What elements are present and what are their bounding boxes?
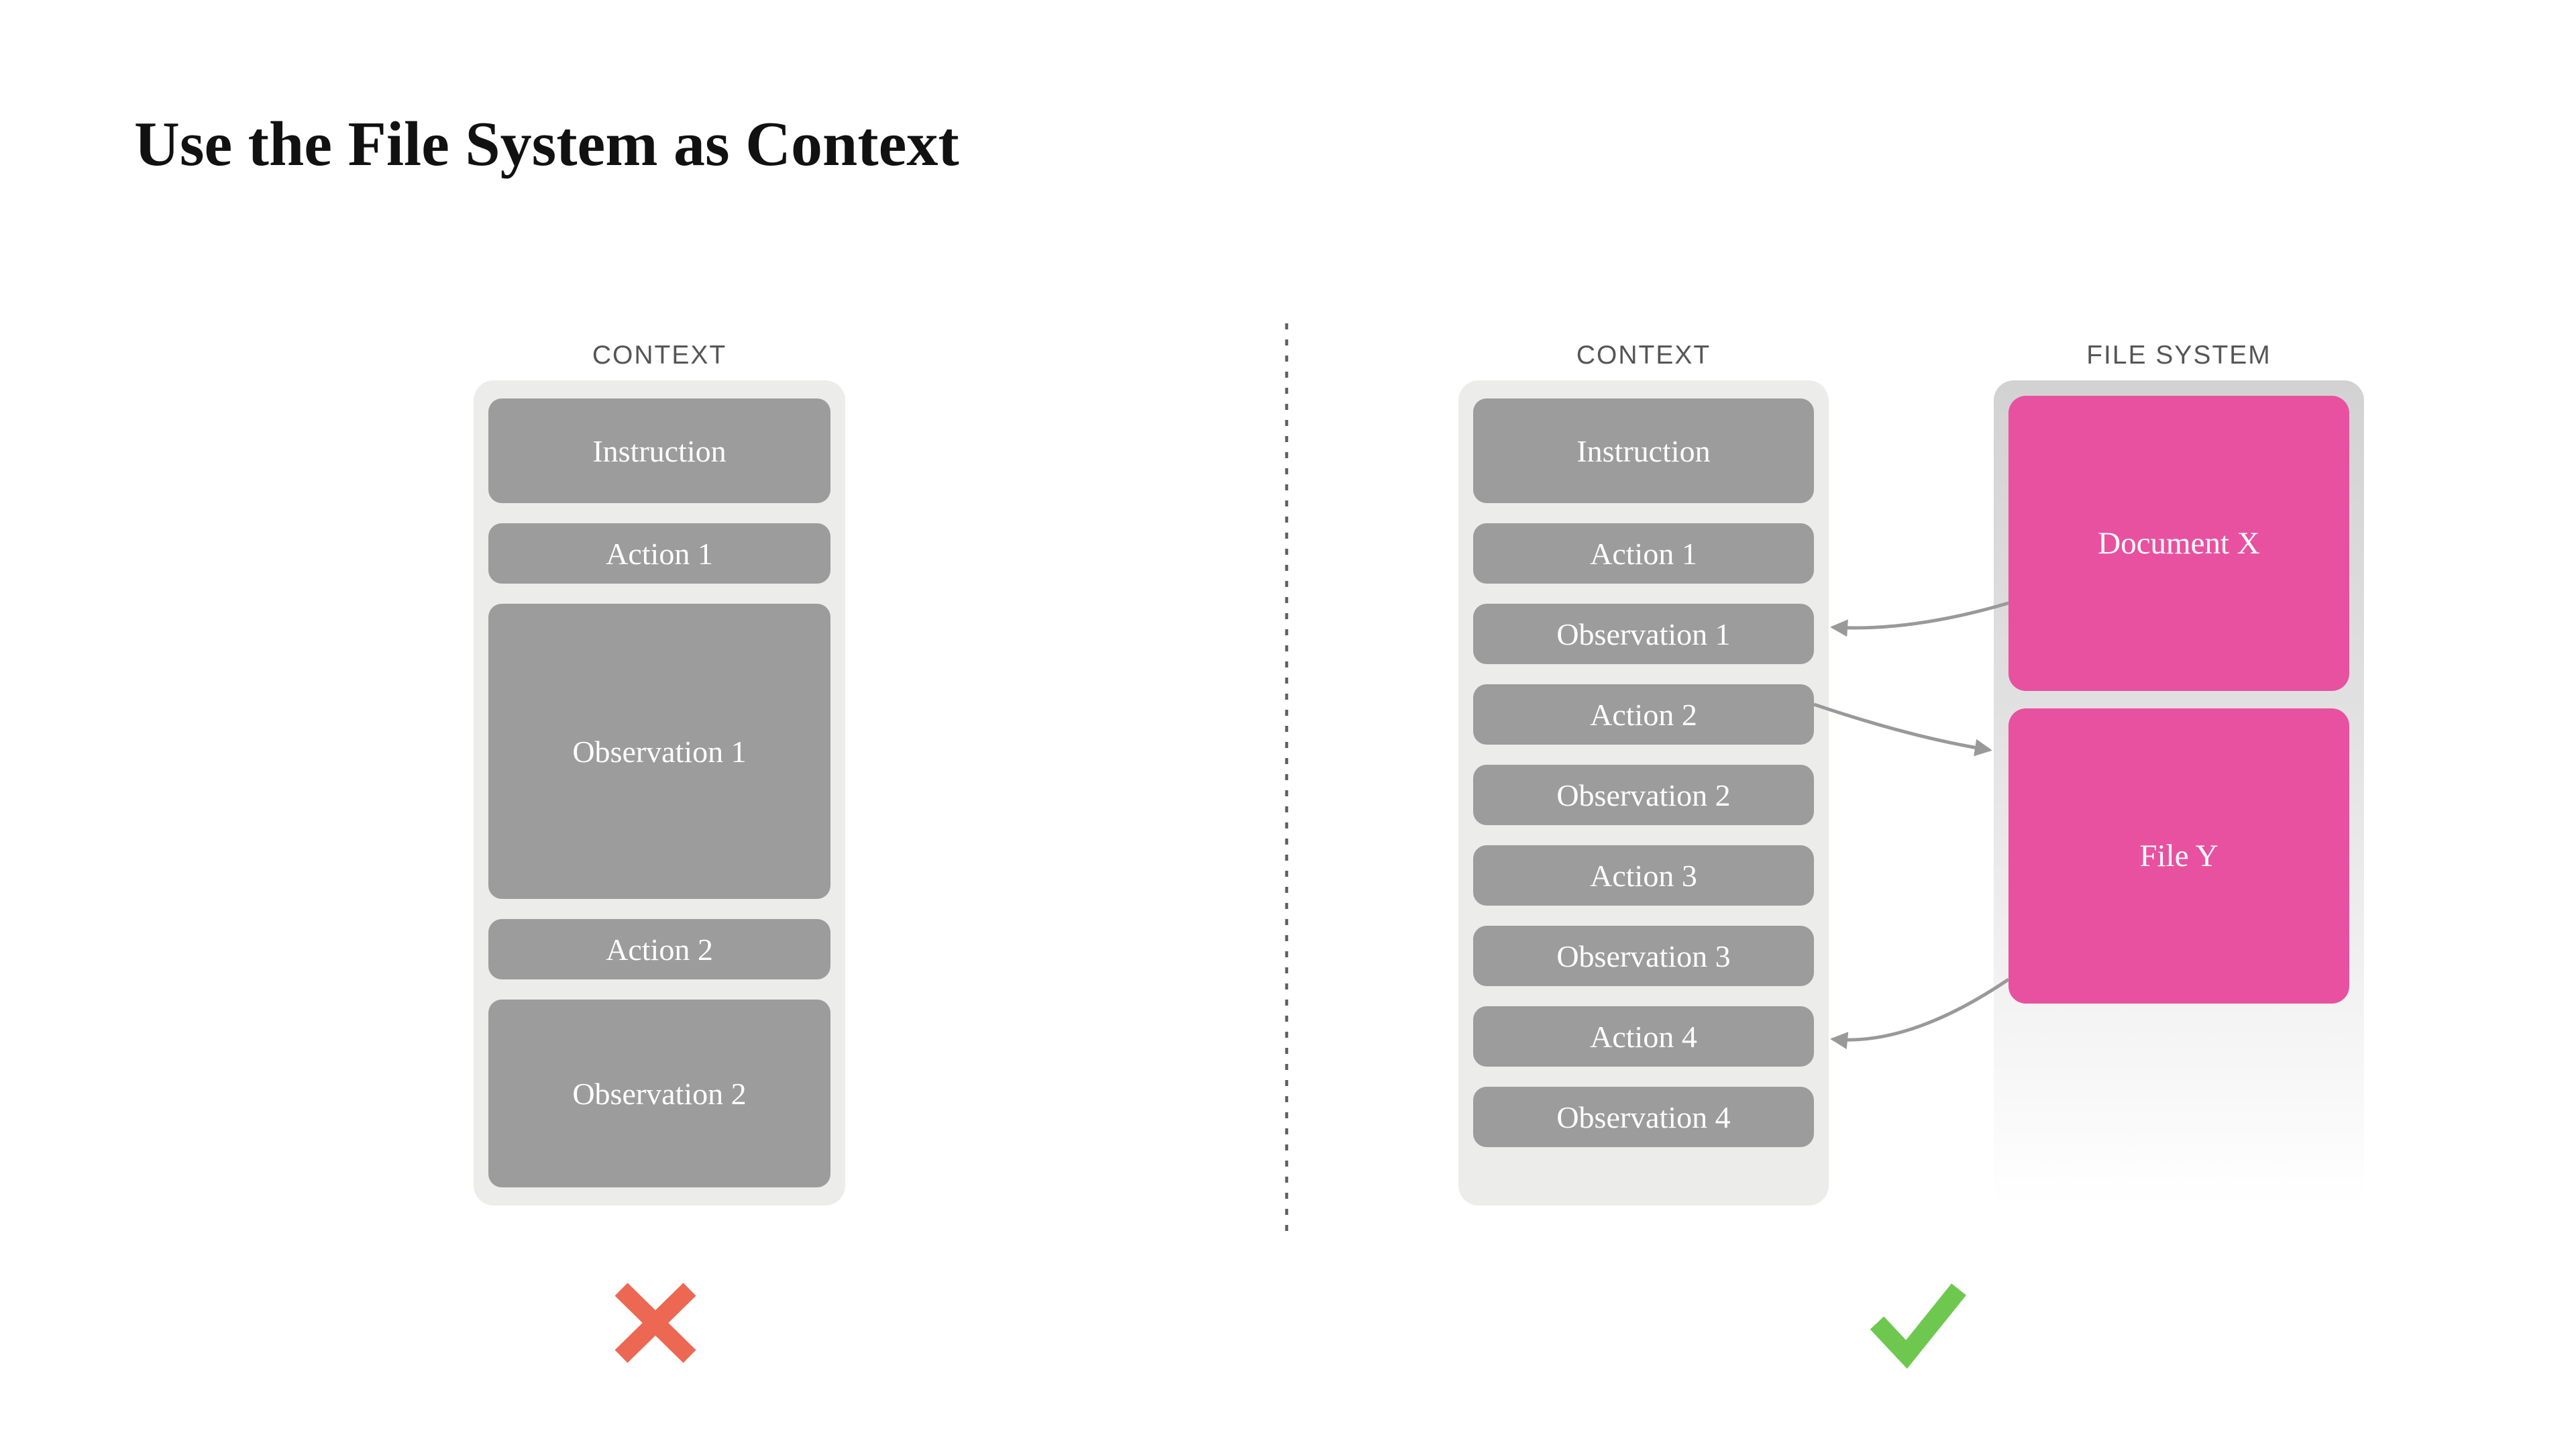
page-title: Use the File System as Context [134,109,959,179]
right-box-action-2: Action 2 [1473,684,1814,745]
right-box-action-3: Action 3 [1473,845,1814,906]
file-system-panel: Document X File Y [1994,380,2364,1205]
right-box-observation-4: Observation 4 [1473,1087,1814,1147]
right-box-action-1: Action 1 [1473,523,1814,584]
left-box-observation-1: Observation 1 [488,604,830,899]
right-context-panel: Instruction Action 1 Observation 1 Actio… [1458,380,1829,1205]
right-box-instruction: Instruction [1473,398,1814,503]
check-icon [1870,1283,1966,1369]
right-box-observation-3: Observation 3 [1473,926,1814,986]
file-system-label: FILE SYSTEM [2086,341,2271,370]
cross-icon [614,1283,696,1363]
arrow-action2-to-filey-icon [1813,702,1992,757]
arrow-filey-to-action4-icon [1830,977,2010,1050]
right-box-observation-1: Observation 1 [1473,604,1814,664]
left-box-action-2: Action 2 [488,919,830,979]
left-box-instruction: Instruction [488,398,830,503]
right-box-action-4: Action 4 [1473,1006,1814,1067]
right-context-label: CONTEXT [1576,341,1711,370]
file-document-x: Document X [2008,396,2349,691]
file-y: File Y [2008,708,2349,1004]
left-context-panel: Instruction Action 1 Observation 1 Actio… [474,380,845,1205]
right-box-observation-2: Observation 2 [1473,765,1814,825]
left-box-observation-2: Observation 2 [488,1000,830,1187]
arrow-documentx-to-observation1-icon [1830,601,2009,637]
left-box-action-1: Action 1 [488,523,830,584]
left-context-label: CONTEXT [592,341,727,370]
